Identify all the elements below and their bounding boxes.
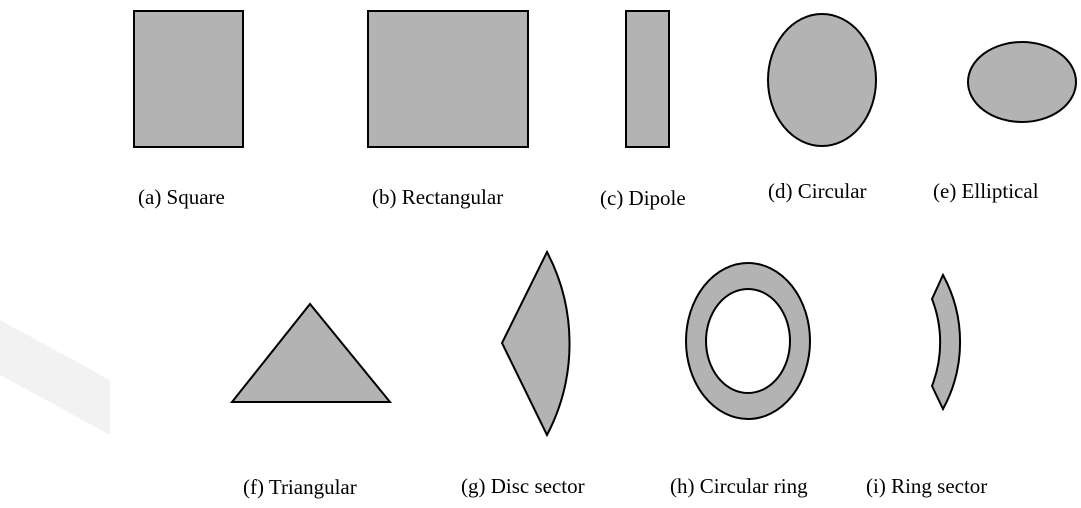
ring-sector-shape [930,272,961,412]
label-ring-sector: (i) Ring sector [866,474,988,498]
label-elliptical: (e) Elliptical [933,179,1039,203]
label-square: (a) Square [138,185,225,209]
triangular-shape [229,302,393,403]
label-circular-ring: (h) Circular ring [670,474,808,498]
watermark-chevron [0,320,110,435]
label-disc-sector: (g) Disc sector [461,474,585,498]
label-dipole: (c) Dipole [600,186,686,210]
elliptical-shape [967,41,1077,123]
square-shape [133,10,244,148]
dipole-shape [625,10,670,148]
disc-sector-shape [500,249,571,438]
circular-shape [767,13,877,147]
label-triangular: (f) Triangular [243,475,357,499]
rectangular-shape [367,10,529,148]
label-circular: (d) Circular [768,179,867,203]
circular-ring-shape [684,262,812,420]
label-rectangular: (b) Rectangular [372,185,504,209]
